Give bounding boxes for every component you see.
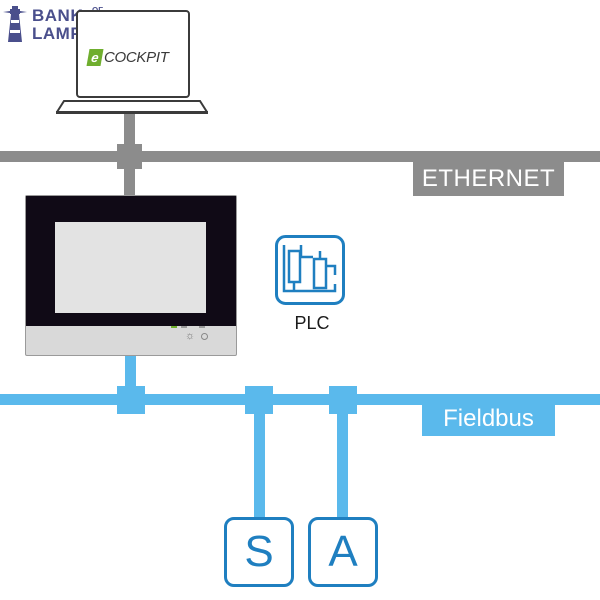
laptop-base xyxy=(56,100,208,114)
sensor-dot-icon xyxy=(201,333,208,340)
fieldbus-connector-actuator xyxy=(329,386,357,414)
brightness-icon: ☼ xyxy=(184,330,196,342)
touch-panel-display xyxy=(55,222,206,313)
fieldbus-drop-panel xyxy=(125,355,136,400)
ecockpit-logo: e COCKPIT xyxy=(86,47,169,67)
ethernet-label: ETHERNET xyxy=(413,162,564,196)
plc-icon xyxy=(275,235,345,305)
fieldbus-connector-panel xyxy=(117,386,145,414)
lighthouse-icon xyxy=(3,6,27,42)
actuator-device: A xyxy=(308,517,378,587)
fieldbus-label: Fieldbus xyxy=(422,402,555,436)
status-led xyxy=(199,326,205,328)
fieldbus-drop-actuator xyxy=(337,400,348,518)
status-led xyxy=(181,326,187,328)
ethernet-connector xyxy=(117,144,142,169)
plc-label: PLC xyxy=(294,313,330,333)
ethernet-line xyxy=(0,151,600,162)
status-led-green xyxy=(171,326,177,328)
logo-text-bank: BANK xyxy=(32,6,84,25)
fieldbus-connector-sensor xyxy=(245,386,273,414)
fieldbus-line xyxy=(0,394,600,405)
ecockpit-text: COCKPIT xyxy=(104,48,169,66)
fieldbus-drop-sensor xyxy=(254,400,265,518)
sensor-device: S xyxy=(224,517,294,587)
ecockpit-badge: e xyxy=(86,48,104,66)
